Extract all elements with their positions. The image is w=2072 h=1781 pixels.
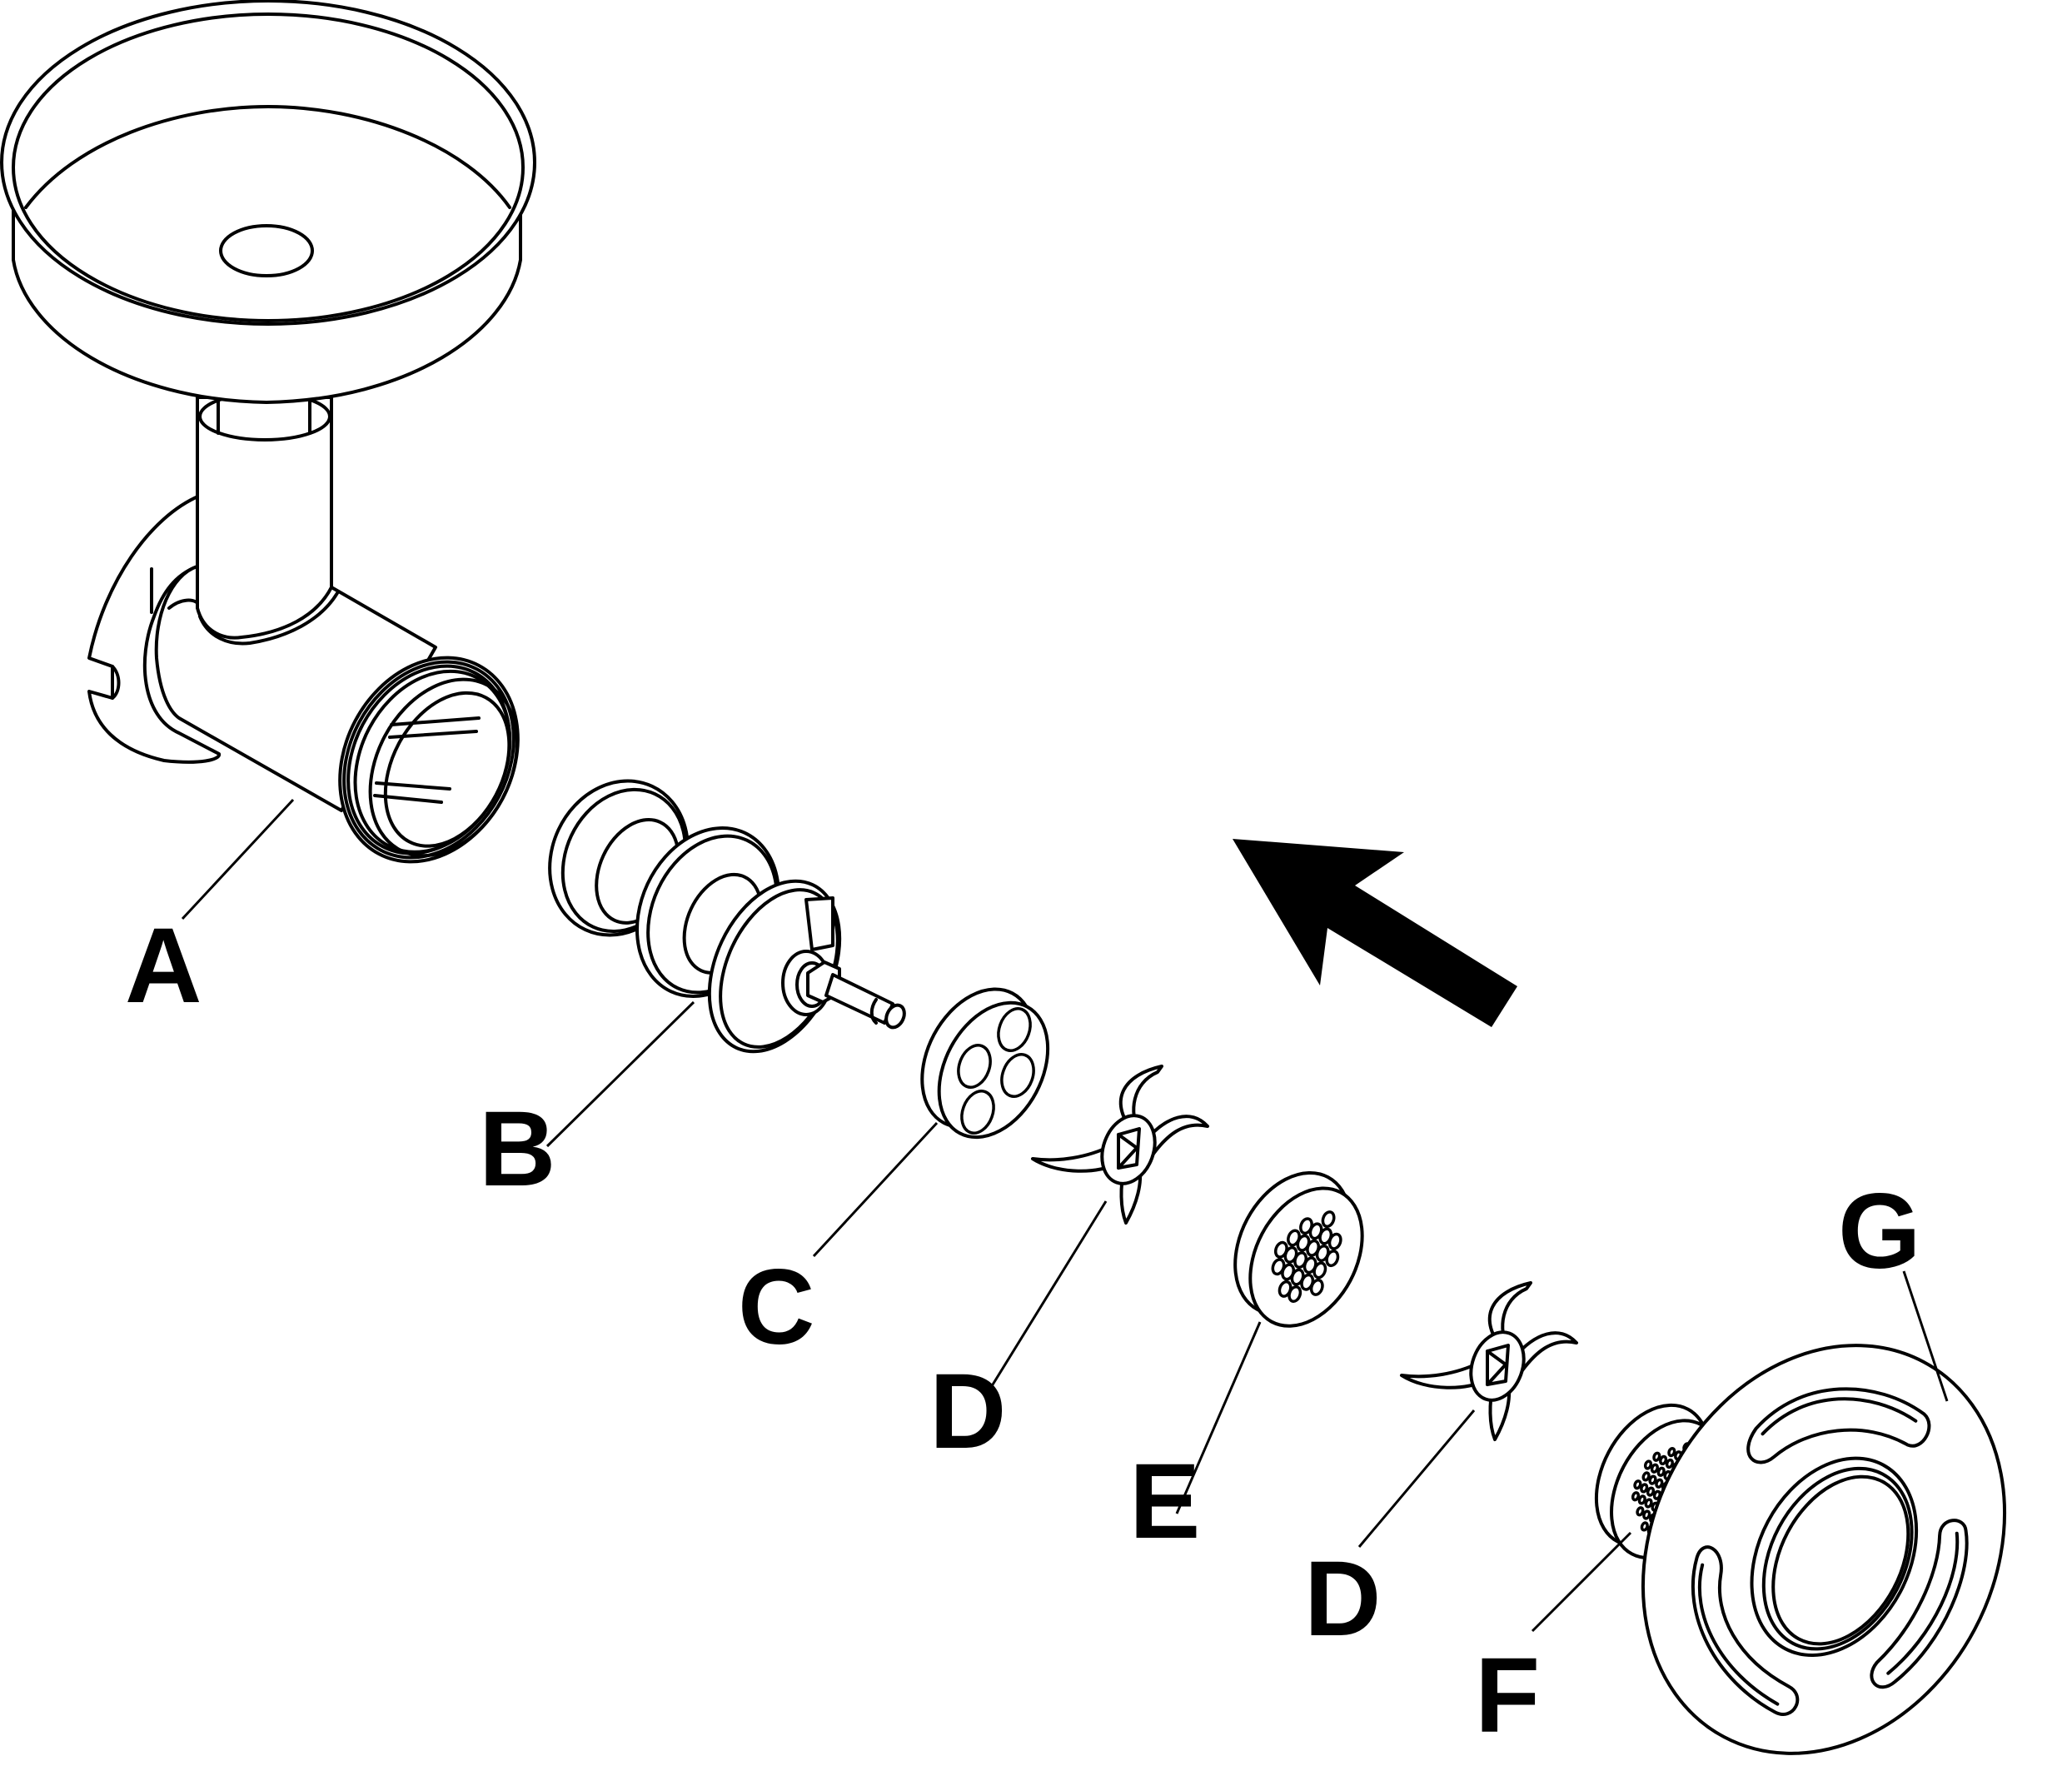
label-c: C [738, 1248, 814, 1367]
leader-d2 [1357, 1409, 1476, 1548]
part-a-grinder-body [0, 0, 536, 864]
part-e-plate [1233, 1170, 1364, 1328]
part-g-ring [1641, 1344, 2007, 1755]
leader-lines [181, 798, 1949, 1633]
label-a: A [125, 906, 202, 1025]
part-d-blade-1 [1031, 1065, 1209, 1225]
label-d-2: D [1304, 1539, 1381, 1659]
plate-hole [1667, 1446, 1676, 1458]
plate-hole [1312, 1261, 1327, 1280]
label-g: G [1838, 1172, 1921, 1291]
plate-hole [1636, 1506, 1645, 1517]
part-d-blade-2 [1400, 1281, 1578, 1441]
plate-hole [1656, 1466, 1666, 1477]
leader-a [181, 798, 295, 920]
plate-hole [1642, 1509, 1651, 1520]
label-b: B [479, 1090, 555, 1209]
arrow-up-left-icon [1233, 839, 1517, 1027]
plate-hole [1650, 1463, 1659, 1474]
plate-hole [1648, 1474, 1657, 1485]
plate-hole [1652, 1451, 1661, 1462]
plate-hole [1273, 1240, 1288, 1259]
label-d-1: D [929, 1352, 1006, 1471]
plate-hole [1641, 1471, 1651, 1482]
plate-hole [1271, 1258, 1286, 1276]
plate-hole [1637, 1494, 1646, 1505]
plate-hole [1643, 1459, 1653, 1470]
plate-hole [1321, 1210, 1336, 1229]
plate-hole [1327, 1232, 1342, 1250]
plate-hole [1665, 1458, 1674, 1469]
plate-hole [1644, 1498, 1653, 1509]
plate-hole [1309, 1278, 1324, 1296]
label-f: F [1475, 1636, 1540, 1755]
leader-e [1175, 1321, 1262, 1514]
leader-d1 [989, 1200, 1108, 1389]
leader-c [812, 1121, 939, 1258]
leader-g [1902, 1270, 1949, 1402]
plate-hole [1631, 1491, 1641, 1502]
plate-hole [1633, 1479, 1642, 1490]
plate-hole [1287, 1229, 1301, 1247]
plate-hole [1659, 1454, 1668, 1466]
plate-hole [1288, 1285, 1302, 1303]
label-e: E [1129, 1442, 1200, 1561]
plate-hole [1655, 1478, 1664, 1489]
hopper-hole [219, 224, 314, 277]
plate-hole [1646, 1486, 1656, 1497]
part-b-auger [548, 779, 906, 1054]
plate-hole [1640, 1521, 1649, 1532]
plate-hole [1299, 1217, 1313, 1235]
plate-hole [1640, 1483, 1649, 1494]
part-c-plate [920, 987, 1050, 1140]
leader-b [545, 1000, 695, 1148]
leader-f [1531, 1531, 1632, 1633]
plate-hole [1325, 1250, 1340, 1268]
